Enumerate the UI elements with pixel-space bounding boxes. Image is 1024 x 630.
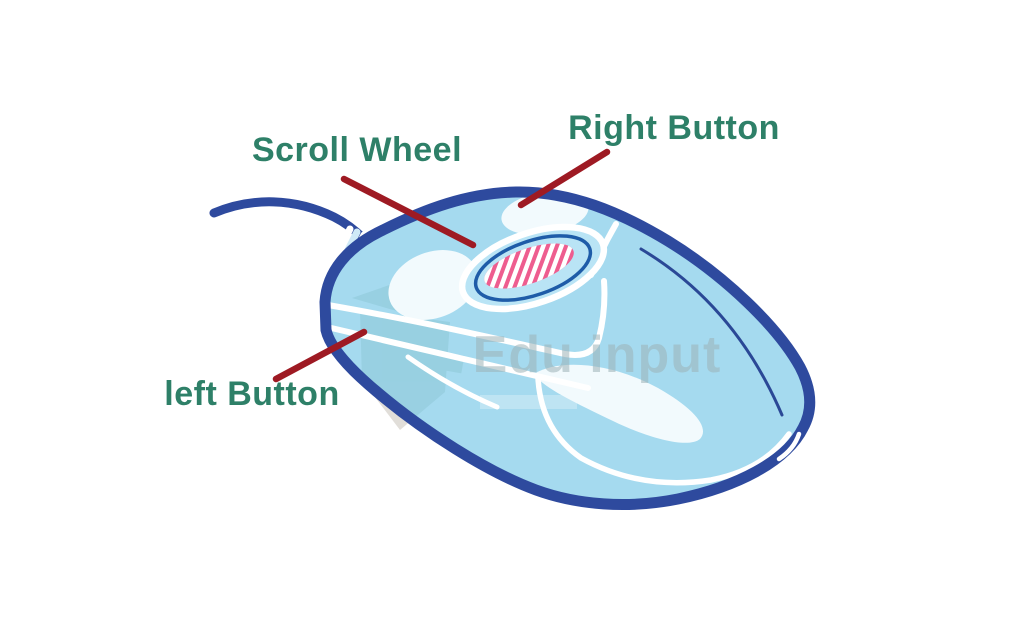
button-seam-upper	[325, 278, 608, 358]
mouse-cable	[209, 197, 369, 244]
leader-right-button	[517, 148, 611, 209]
watermark-bar	[480, 395, 577, 409]
corner-highlight-arc	[776, 431, 802, 462]
watermark-text: Edu input	[473, 326, 722, 384]
scroll-wheel-assembly	[458, 223, 608, 313]
bottom-highlight-stroke	[535, 375, 792, 486]
button-seam-branch	[405, 354, 500, 410]
leader-scroll-wheel	[340, 175, 477, 249]
label-scroll-wheel: Scroll Wheel	[251, 131, 463, 169]
highlight-left-blob	[388, 250, 478, 320]
side-contour-line	[639, 247, 784, 417]
scroll-wheel-ring	[473, 234, 593, 302]
label-right-button: Right Button	[568, 109, 780, 147]
leader-left-button	[272, 328, 368, 383]
mouse-outline	[319, 186, 816, 510]
label-left-button: left Button	[164, 375, 340, 413]
